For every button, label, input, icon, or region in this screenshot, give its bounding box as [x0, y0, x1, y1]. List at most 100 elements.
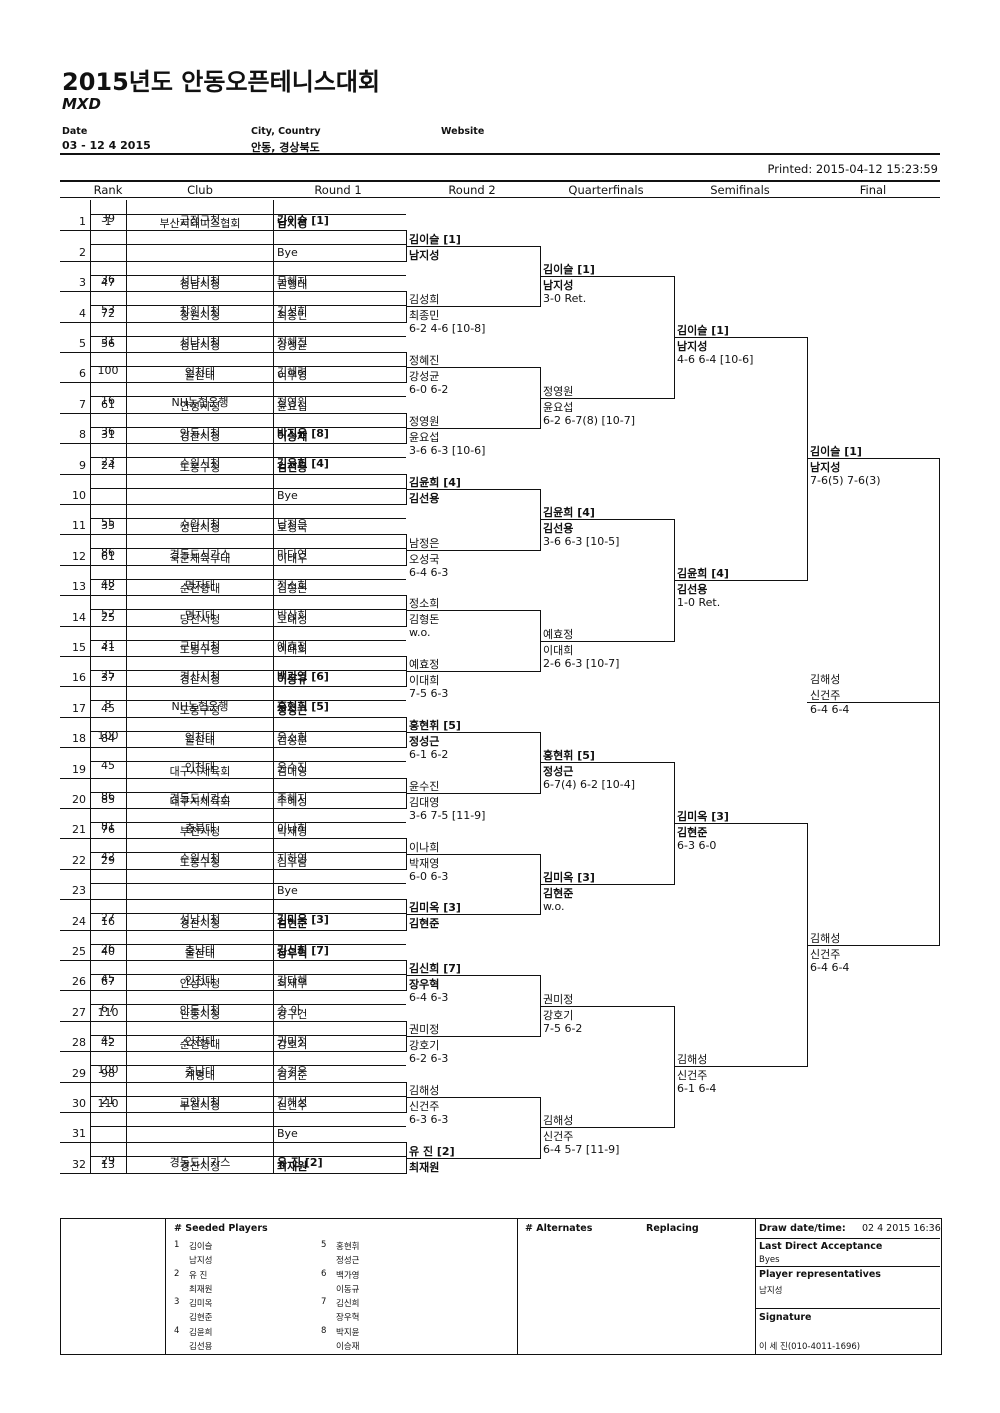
player-name: 이태우: [277, 551, 308, 565]
player-rank: 36: [101, 424, 115, 438]
round2-winner-line: [406, 367, 540, 369]
player-club: 성남시청: [179, 521, 221, 535]
draw-position: 14: [72, 610, 86, 624]
pair-sep: [90, 305, 406, 307]
round2-score: 3-6 6-3 [10-6]: [409, 444, 486, 457]
quarterfinals-team-name: 김이슬 [1]: [543, 263, 595, 276]
draw-position: 28: [72, 1036, 86, 1050]
player-name: 윤수진: [277, 761, 308, 775]
quarterfinals-score: 6-7(4) 6-2 [10-4]: [543, 778, 636, 792]
draw-position: 32: [72, 1157, 86, 1171]
player-rank: 86: [101, 546, 115, 560]
seed-player: 홍현휘: [336, 1242, 360, 1252]
player-club: 성남시청: [179, 339, 221, 352]
player-club: 도봉구청: [179, 703, 221, 717]
slot-line: [60, 1112, 406, 1113]
round2-team-name: 윤수진: [409, 779, 440, 793]
player-name: 마다연: [277, 548, 308, 562]
slot-line: [60, 838, 406, 840]
signature-value: 이 세 진(010-4011-1696): [759, 1342, 861, 1352]
event-name: MXD: [62, 95, 101, 113]
player-club: 대구시체육회: [169, 795, 231, 808]
player-rank: 40: [101, 945, 115, 958]
player-club: 인천대: [184, 1034, 216, 1048]
pair-sep: [90, 609, 406, 611]
round2-team-name: 김대영: [409, 795, 440, 809]
seed-number: 1: [174, 1240, 180, 1250]
pair-sep: [90, 822, 406, 823]
player-club: 인천대: [184, 761, 216, 775]
player-rank: 42: [101, 1036, 115, 1050]
slot-line: [60, 564, 406, 566]
player-rank: 110: [97, 1097, 119, 1110]
round2-winner-line: [406, 245, 540, 247]
draw-position: 3: [79, 276, 86, 290]
player-name: 박재영: [277, 825, 308, 839]
semifinals-team-name: 김윤희 [4]: [677, 567, 729, 580]
player-club: 수원시청: [179, 852, 221, 866]
round2-team-name: 김윤희 [4]: [409, 475, 461, 489]
round2-score: w.o.: [409, 626, 431, 640]
seed-number: 5: [321, 1240, 327, 1250]
draw-date-label: Draw date/time:: [759, 1223, 846, 1234]
player-rank: 67: [101, 975, 115, 989]
round2-team-name: 남정은: [409, 536, 440, 550]
round2-score: 6-2 6-3: [409, 1052, 449, 1065]
round2-team-name: 남지성: [409, 248, 440, 262]
seed-player: 백가영: [336, 1270, 360, 1281]
round2-winner-line: [406, 792, 540, 794]
seed-player: 남지성: [189, 1256, 213, 1266]
round2-team-name: 예효정: [409, 658, 440, 672]
player-name: 김선용: [277, 460, 308, 474]
pair-sep: [90, 426, 406, 428]
quarterfinals-team-name: 예효정: [543, 627, 574, 641]
player-club: 성남시청: [179, 913, 221, 927]
draw-position: 30: [72, 1097, 86, 1110]
player-rank: 67: [101, 1002, 115, 1016]
player-rank: 27: [101, 911, 115, 925]
draw-position: 26: [72, 975, 86, 989]
slot-line: [60, 1020, 406, 1022]
quarterfinals-team-name: 김윤희 [4]: [543, 506, 595, 520]
round2-connector: [406, 960, 407, 992]
slot-line: [60, 1051, 406, 1053]
round2-connector: [406, 716, 407, 749]
footer-sep-1: [755, 1238, 940, 1239]
player-rank: 25: [101, 668, 115, 681]
player-rank: 29: [101, 853, 115, 867]
round2-team-name: 윤요섭: [409, 431, 440, 444]
player-name: 김기준: [277, 1068, 308, 1082]
slot-line: [60, 230, 406, 232]
final-connector: [807, 336, 808, 581]
slot-line: [60, 595, 406, 597]
round2-connector: [406, 838, 407, 870]
player-club: 인천대: [184, 974, 216, 987]
pair-sep: [90, 548, 406, 550]
draw-position: 9: [79, 458, 86, 472]
draw-position: 13: [72, 580, 86, 594]
player-name: 예효정: [277, 639, 308, 653]
round2-winner-line: [406, 488, 540, 490]
slot-line: [60, 656, 406, 657]
quarterfinals-team-name: 김선용: [543, 522, 574, 536]
round2-connector: [406, 595, 407, 627]
quarterfinals-team-name: 홍현휘 [5]: [543, 749, 595, 763]
player-rank: 25: [101, 610, 115, 624]
round2-connector: [406, 899, 407, 931]
city-value: 안동, 경상북도: [251, 141, 320, 154]
slot-line: [60, 625, 406, 627]
round2-winner-line: [406, 549, 540, 551]
round2-team-name: 신건주: [409, 1099, 440, 1113]
player-club: 도봉구청: [179, 855, 221, 869]
player-name: 김형돈: [277, 582, 308, 596]
round2-score: 6-0 6-2: [409, 383, 449, 397]
seed-number: 8: [321, 1325, 327, 1336]
semifinals-connector: [674, 276, 675, 399]
quarterfinals-connector: [540, 245, 541, 308]
player-name: 장우혁: [277, 947, 308, 960]
player-name: 문혜지: [277, 274, 308, 288]
player-rank: 61: [101, 397, 115, 411]
seed-player: 박지윤: [336, 1327, 360, 1338]
semifinals-team-name: 신건주: [677, 1069, 708, 1083]
draw-position: 5: [79, 337, 86, 350]
